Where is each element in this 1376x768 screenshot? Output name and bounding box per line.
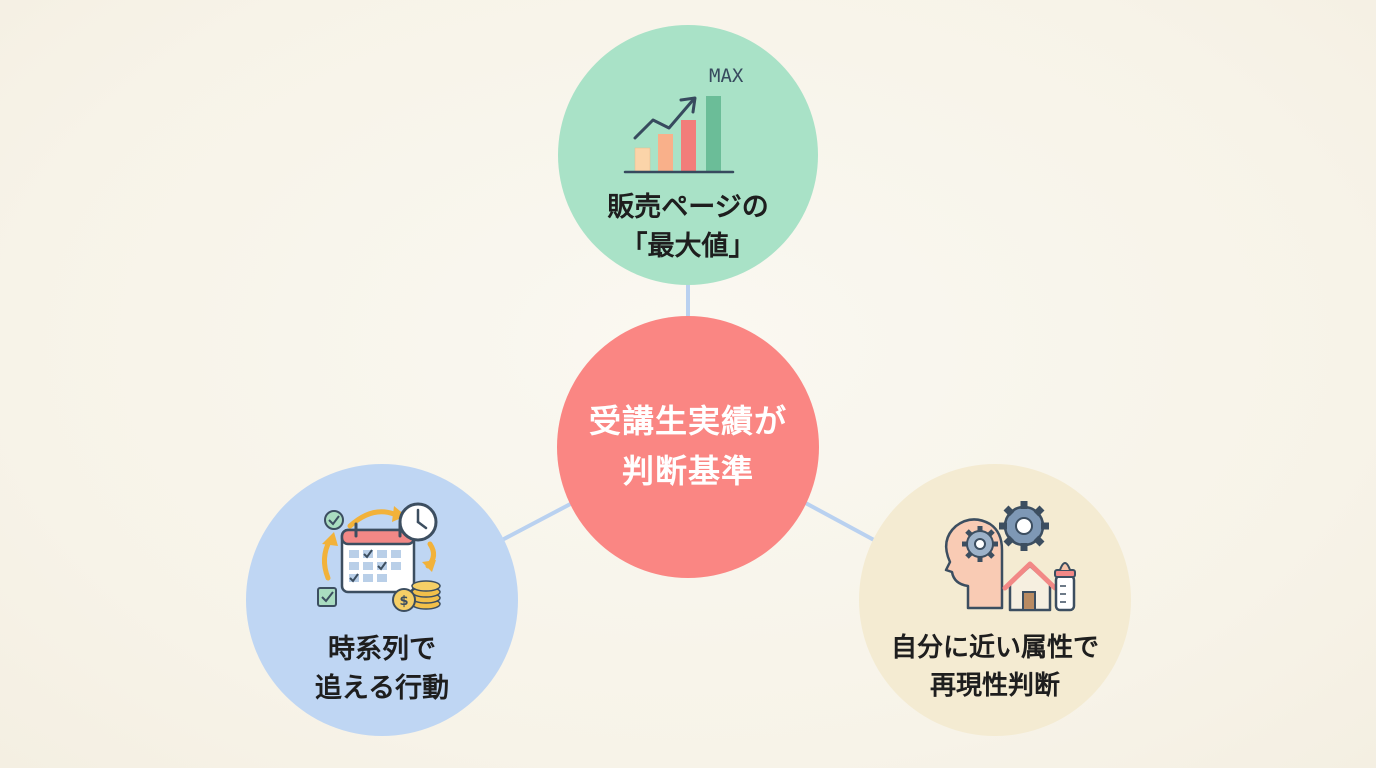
calendar-timeline-icon: $ [314, 500, 450, 616]
node-right-label: 自分に近い属性で 再現性判断 [890, 633, 1099, 701]
svg-text:$: $ [399, 594, 408, 609]
connector-center-left [500, 498, 580, 542]
node-similar-attributes: 自分に近い属性で 再現性判断 [859, 464, 1131, 736]
node-center-student-results: 受講生実績が 判断基準 [557, 316, 819, 578]
connector-center-right [798, 498, 876, 542]
head-gears-home-icon [910, 500, 1080, 612]
node-left-label: 時系列で 追える行動 [314, 633, 450, 704]
rising-bar-chart-icon: MAX [623, 66, 753, 178]
max-text: MAX [709, 66, 744, 87]
node-sales-page-max: MAX 販売ページの 「最大値」 [558, 25, 818, 285]
node-timeline-behavior: $ 時系列で 追える行動 [246, 464, 518, 736]
node-top-label: 販売ページの 「最大値」 [607, 191, 769, 262]
node-center-label: 受講生実績が 判断基準 [588, 402, 787, 490]
